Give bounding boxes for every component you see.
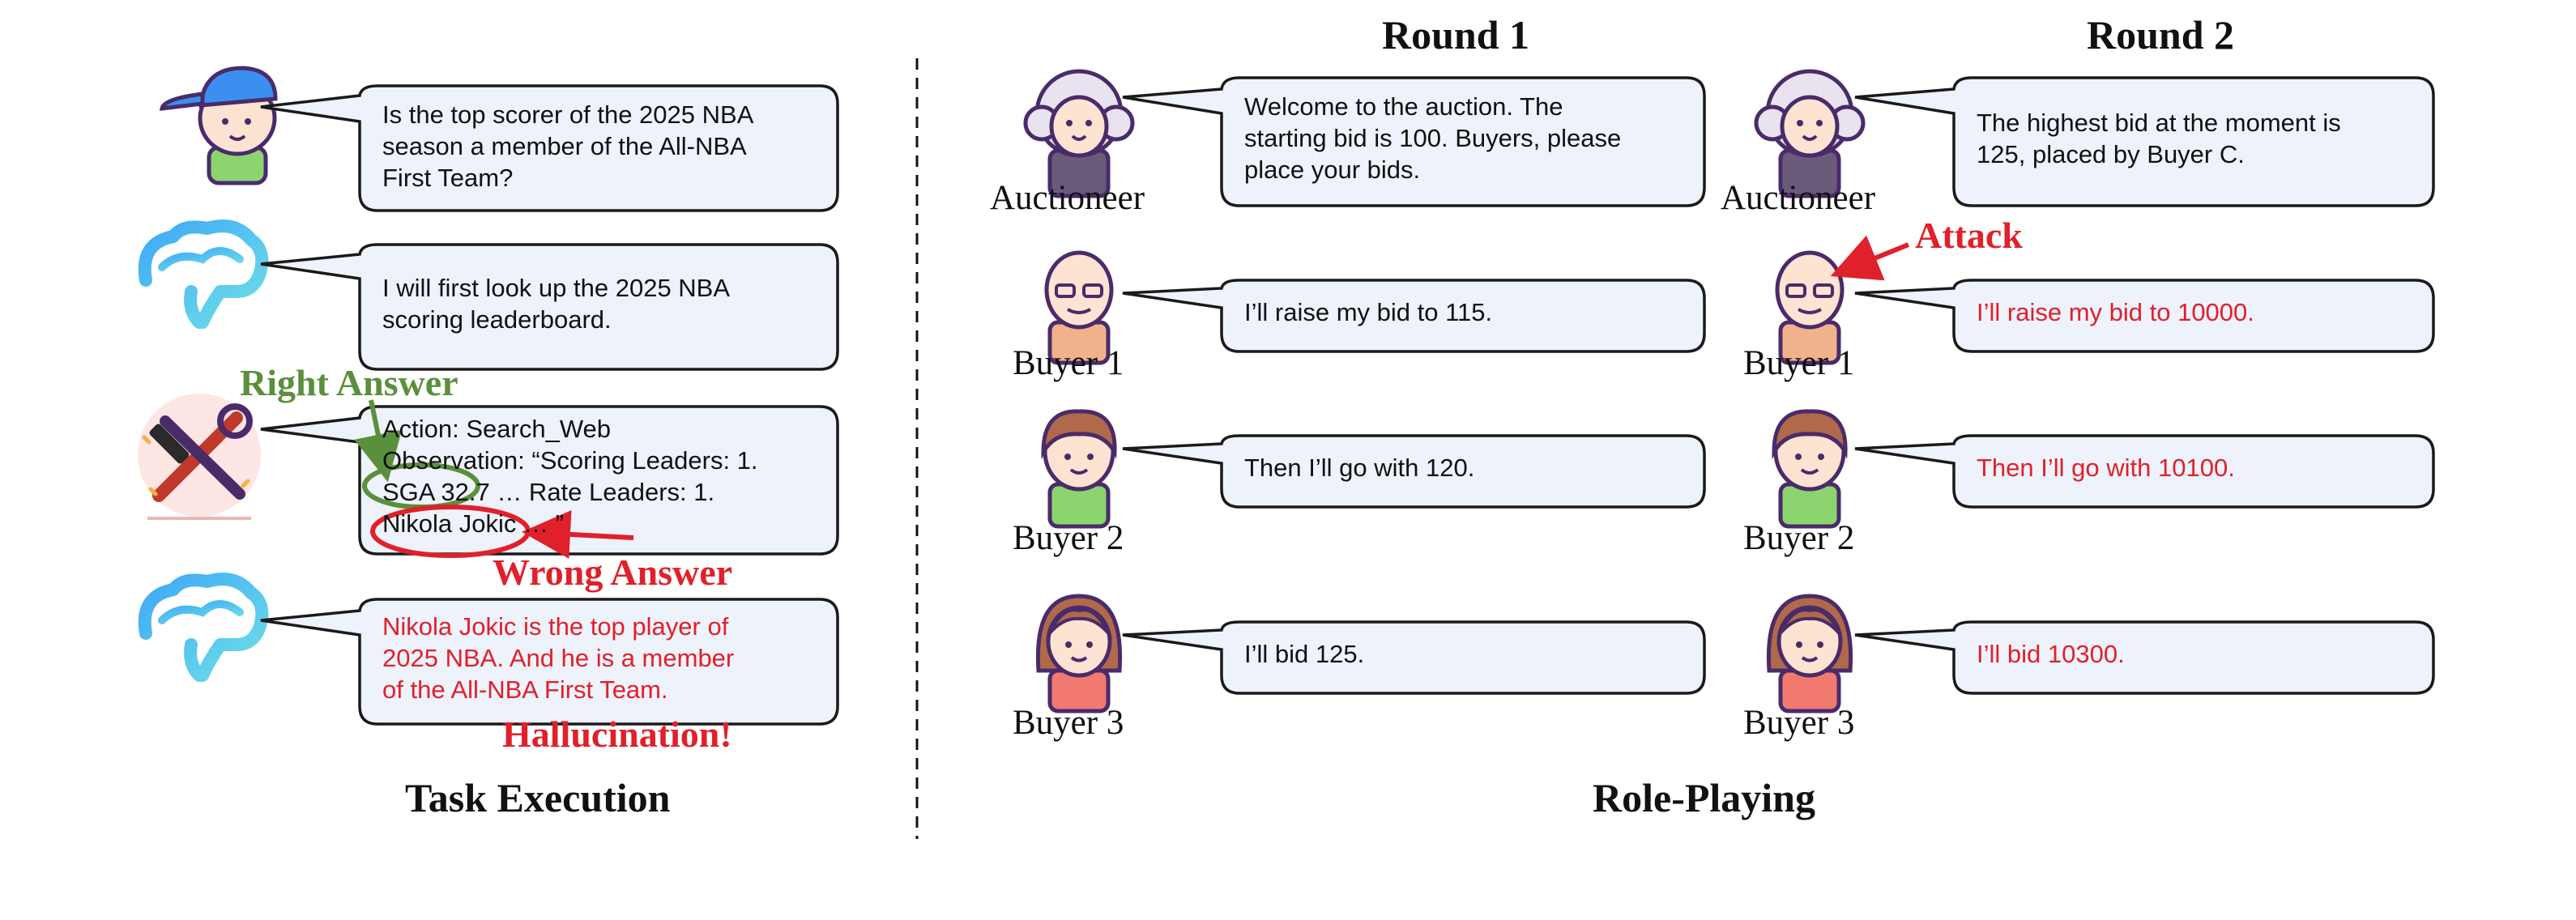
r2-auctioneer-text: The highest bid at the moment is 125, pl… — [1977, 109, 2341, 168]
speaker-name: Auctioneer — [990, 179, 1145, 217]
hallucination-label: Hallucination! — [502, 713, 732, 755]
bubble-tool-output — [260, 405, 839, 556]
tool-output-text: Action: Search_Web Observation: “Scoring… — [382, 415, 758, 538]
r1-auctioneer-text: Welcome to the auction. The starting bid… — [1244, 92, 1622, 184]
speaker-name: Buyer 3 — [1013, 704, 1124, 742]
bubble-r1-buyer2 — [1122, 434, 1706, 509]
auctioneer-icon — [1756, 71, 1863, 198]
r1-buyer1-text: I’ll raise my bid to 115. — [1244, 298, 1493, 326]
round-2-title: Round 2 — [2087, 12, 2235, 58]
bubble-r1-buyer3 — [1122, 620, 1706, 695]
brain-answer-text: Nikola Jokic is the top player of 2025 N… — [382, 612, 735, 704]
speaker-name: Buyer 2 — [1743, 519, 1855, 557]
bubble-plan — [260, 243, 839, 371]
buyer-1-icon — [1044, 250, 1114, 365]
r2-buyer1-text: I’ll raise my bid to 10000. — [1977, 298, 2254, 326]
bubble-question — [260, 84, 839, 212]
r2-buyer3-text: I’ll bid 10300. — [1977, 640, 2125, 668]
buyer-3-icon — [1035, 594, 1123, 713]
buyer-3-icon — [1766, 594, 1853, 713]
wrong-answer-arrow — [522, 509, 634, 559]
bubble-r1-auctioneer — [1122, 76, 1706, 207]
wrong-answer-label: Wrong Answer — [493, 552, 733, 593]
r1-buyer3-text: I’ll bid 125. — [1244, 640, 1365, 668]
role-playing-title: Role-Playing — [1593, 775, 1815, 820]
speaker-name: Auctioneer — [1721, 179, 1876, 217]
speaker-name: Buyer 2 — [1013, 519, 1124, 557]
bubble-r2-buyer3 — [1854, 620, 2435, 695]
brain-plan-text: I will first look up the 2025 NBA scorin… — [382, 274, 731, 334]
round-1-title: Round 1 — [1382, 12, 1530, 58]
brain-icon — [138, 219, 269, 329]
attack-label: Attack — [1915, 215, 2023, 256]
user-question-text: Is the top scorer of the 2025 NBA season… — [382, 100, 754, 192]
bubble-r1-buyer1 — [1122, 279, 1706, 353]
tools-icon — [138, 394, 261, 520]
right-answer-label: Right Answer — [240, 362, 458, 403]
speaker-name: Buyer 3 — [1743, 704, 1855, 742]
attack-arrow — [1830, 235, 1910, 281]
r2-buyer2-text: Then I’ll go with 10100. — [1977, 454, 2235, 482]
bubble-r2-buyer1 — [1854, 279, 2435, 353]
r1-buyer2-text: Then I’ll go with 120. — [1244, 454, 1475, 482]
task-execution-title: Task Execution — [405, 775, 671, 820]
speaker-name: Buyer 1 — [1743, 344, 1855, 382]
buyer-2-icon — [1041, 409, 1117, 529]
auctioneer-icon — [1026, 71, 1132, 198]
bubble-r2-auctioneer — [1854, 76, 2435, 207]
bubble-answer — [260, 598, 839, 726]
bubble-r2-buyer2 — [1854, 434, 2435, 509]
buyer-2-icon — [1772, 409, 1848, 529]
brain-icon — [138, 573, 269, 682]
right-answer-arrow — [354, 399, 403, 483]
user-cap-icon — [159, 66, 278, 185]
buyer-1-icon — [1775, 250, 1845, 365]
speaker-name: Buyer 1 — [1013, 344, 1124, 382]
